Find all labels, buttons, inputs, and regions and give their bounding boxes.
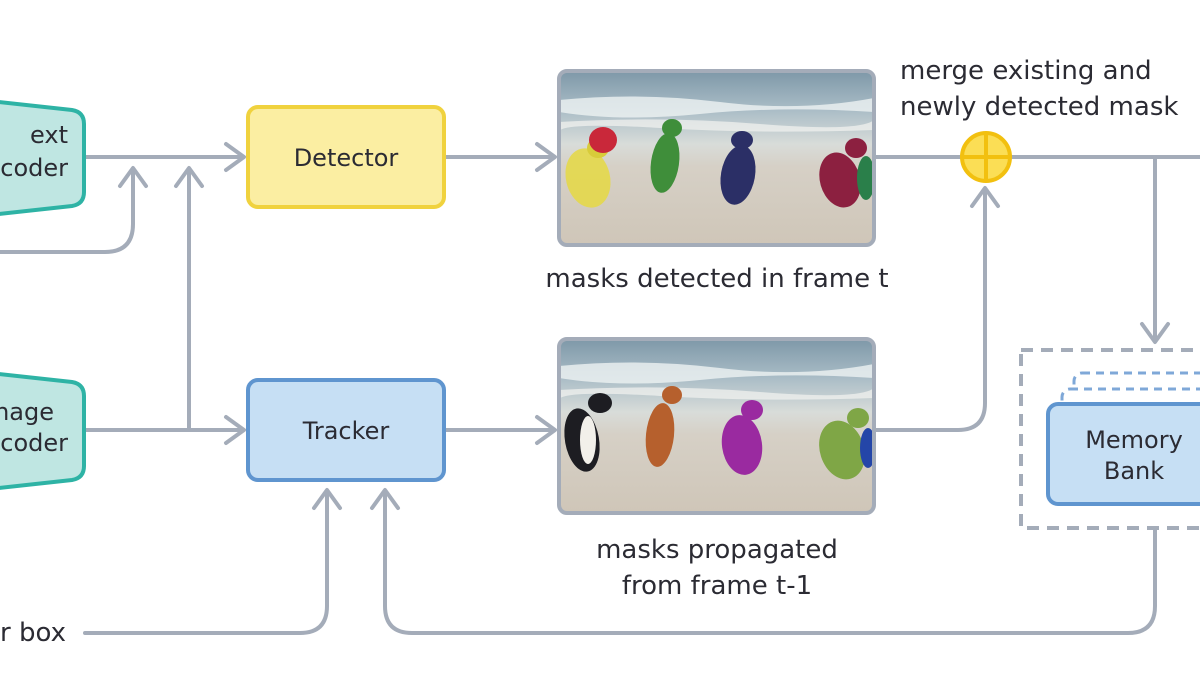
edge-propagated-to-merge xyxy=(874,188,987,432)
arrowhead-box-tracker xyxy=(312,488,342,510)
edge-memory-to-tracker xyxy=(383,490,1157,635)
text-encoder: ext coder xyxy=(0,100,86,216)
propagated-caption-line-1: masks propagated xyxy=(596,535,838,565)
arrowhead-memory-in xyxy=(1140,322,1170,344)
arrowhead-detected-frame xyxy=(535,142,557,172)
arrowhead-propagated-frame xyxy=(535,415,557,445)
propagated-caption-line-2: from frame t-1 xyxy=(622,571,812,601)
text-encoder-label-2: coder xyxy=(0,154,68,182)
memory-bank-label-2: Bank xyxy=(1104,457,1164,485)
detected-caption: masks detected in frame t xyxy=(545,264,888,294)
tracker-node: Tracker xyxy=(246,378,446,482)
detector-node: Detector xyxy=(246,105,446,209)
penguins-propagated-photo xyxy=(557,337,876,515)
edge-box-prompt-to-tracker xyxy=(83,490,329,635)
arrowhead-merge-in xyxy=(970,186,1000,208)
arrowhead-text-loop xyxy=(118,166,148,188)
merge-caption-line-1: merge existing and xyxy=(900,56,1152,86)
image-encoder-label-2: coder xyxy=(0,429,68,457)
text-encoder-label-1: ext xyxy=(30,121,68,149)
arrowhead-tracker-in xyxy=(224,415,246,445)
merge-caption-line-2: newly detected mask xyxy=(900,92,1178,122)
edges xyxy=(0,142,1200,635)
penguins-detected-photo xyxy=(557,69,876,247)
plus-circle-icon xyxy=(960,131,1012,183)
arrowhead-image-up xyxy=(174,166,204,188)
arrowhead-memory-tracker xyxy=(370,488,400,510)
image-encoder: nage coder xyxy=(0,372,86,490)
detector-label: Detector xyxy=(294,144,399,172)
tracker-label: Tracker xyxy=(302,417,390,445)
arrowhead-detector-in xyxy=(224,142,246,172)
image-encoder-label-1: nage xyxy=(0,398,54,426)
memory-bank-label-1: Memory xyxy=(1085,426,1183,454)
memory-bank: Memory Bank xyxy=(1019,348,1200,530)
box-prompt-label: r box xyxy=(0,618,66,648)
edge-text-prompt-loop xyxy=(0,168,135,254)
